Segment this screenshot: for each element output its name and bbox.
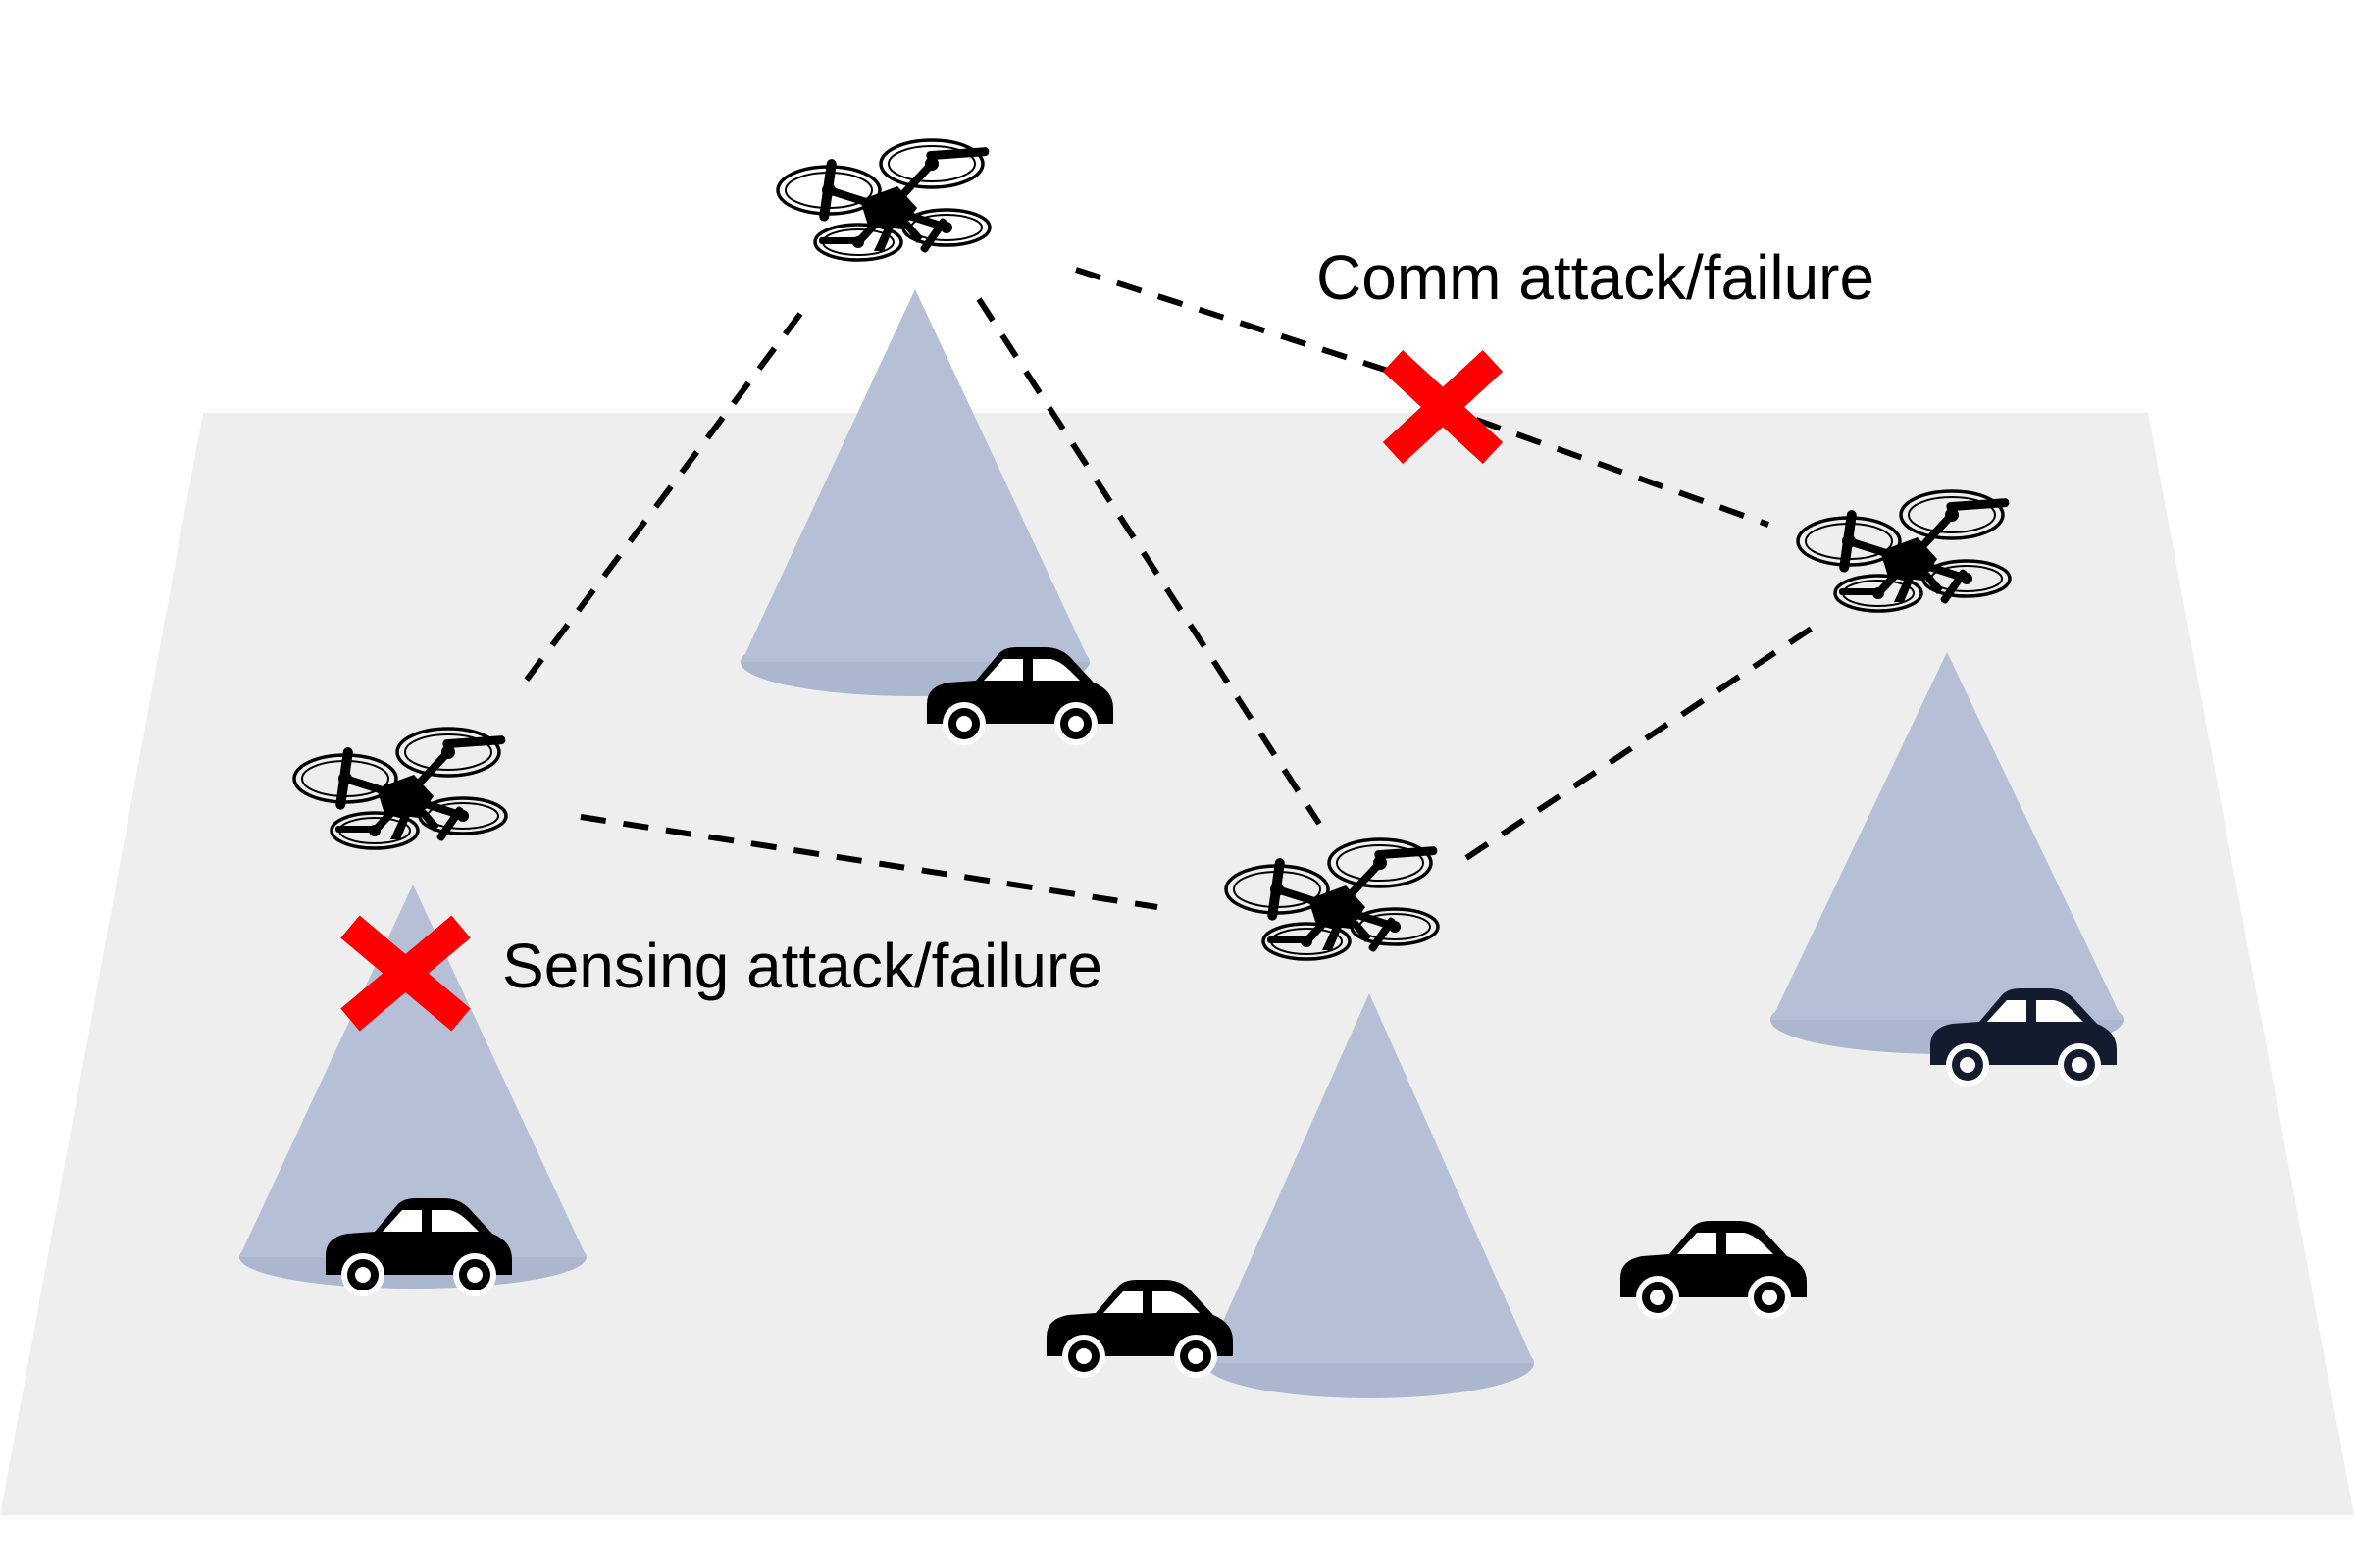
sensing-failure-label: Sensing attack/failure <box>502 931 1102 1001</box>
link-center-right <box>1464 625 1815 861</box>
link-top-left <box>515 312 803 693</box>
sensing-failure-x-icon <box>340 915 471 1032</box>
link-top-center <box>976 297 1322 826</box>
link-top-right-upper <box>1075 267 1389 374</box>
link-left-center <box>580 814 1158 910</box>
sensing-cone-center <box>1204 993 1534 1398</box>
comm-failure-label: Comm attack/failure <box>1316 242 1874 313</box>
uav-top-icon <box>778 140 990 260</box>
link-top-right-lower <box>1474 417 1770 528</box>
comm-failure-x-icon <box>1382 349 1504 465</box>
